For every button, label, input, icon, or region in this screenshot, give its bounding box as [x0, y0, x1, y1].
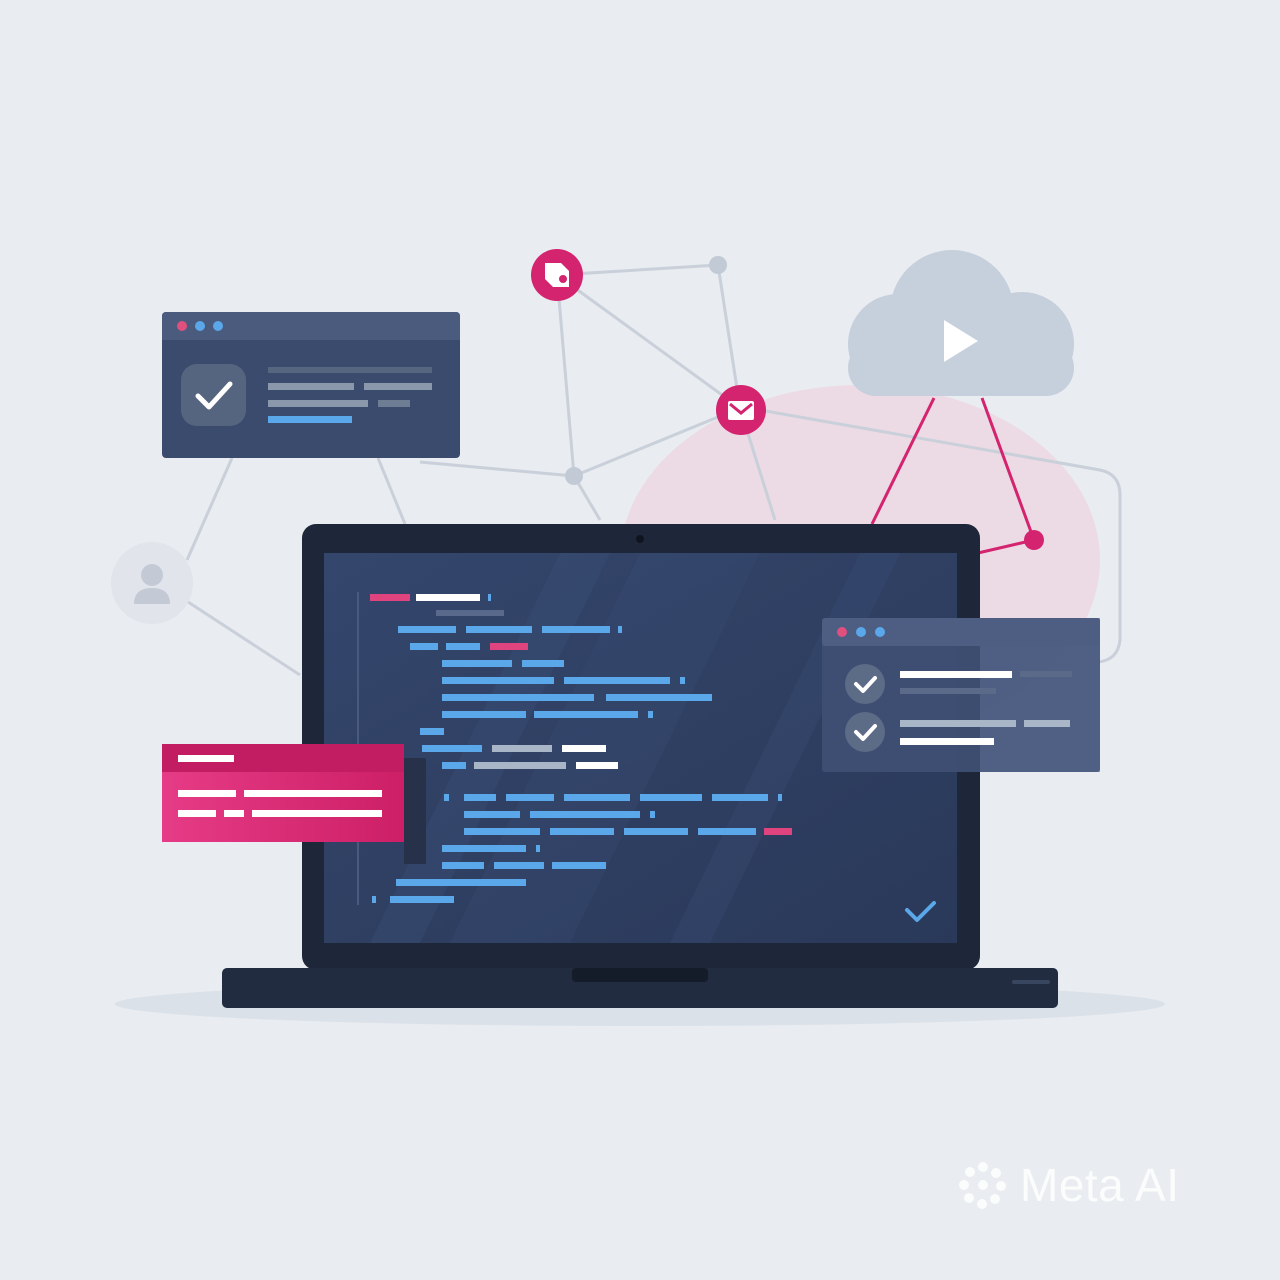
mail-icon [716, 385, 766, 435]
network-dot [709, 256, 727, 274]
check-icon [845, 712, 885, 752]
user-icon [111, 542, 193, 624]
check-icon [845, 664, 885, 704]
checklist-window [162, 312, 460, 458]
check-icon [181, 364, 246, 426]
network-connectors [184, 263, 1122, 677]
laptop-base [222, 968, 1058, 1008]
task-window [822, 618, 1100, 772]
network-dot [565, 467, 583, 485]
watermark-text: Meta AI [1020, 1159, 1180, 1211]
cloud-play-icon [848, 250, 1074, 396]
meta-ai-logo-icon [959, 1162, 1006, 1209]
network-dot-pink [1024, 530, 1044, 550]
check-icon [905, 901, 936, 922]
alert-window [162, 744, 426, 864]
code-lines [370, 594, 792, 903]
tag-icon [531, 249, 583, 301]
watermark: Meta AI [958, 1158, 1179, 1212]
